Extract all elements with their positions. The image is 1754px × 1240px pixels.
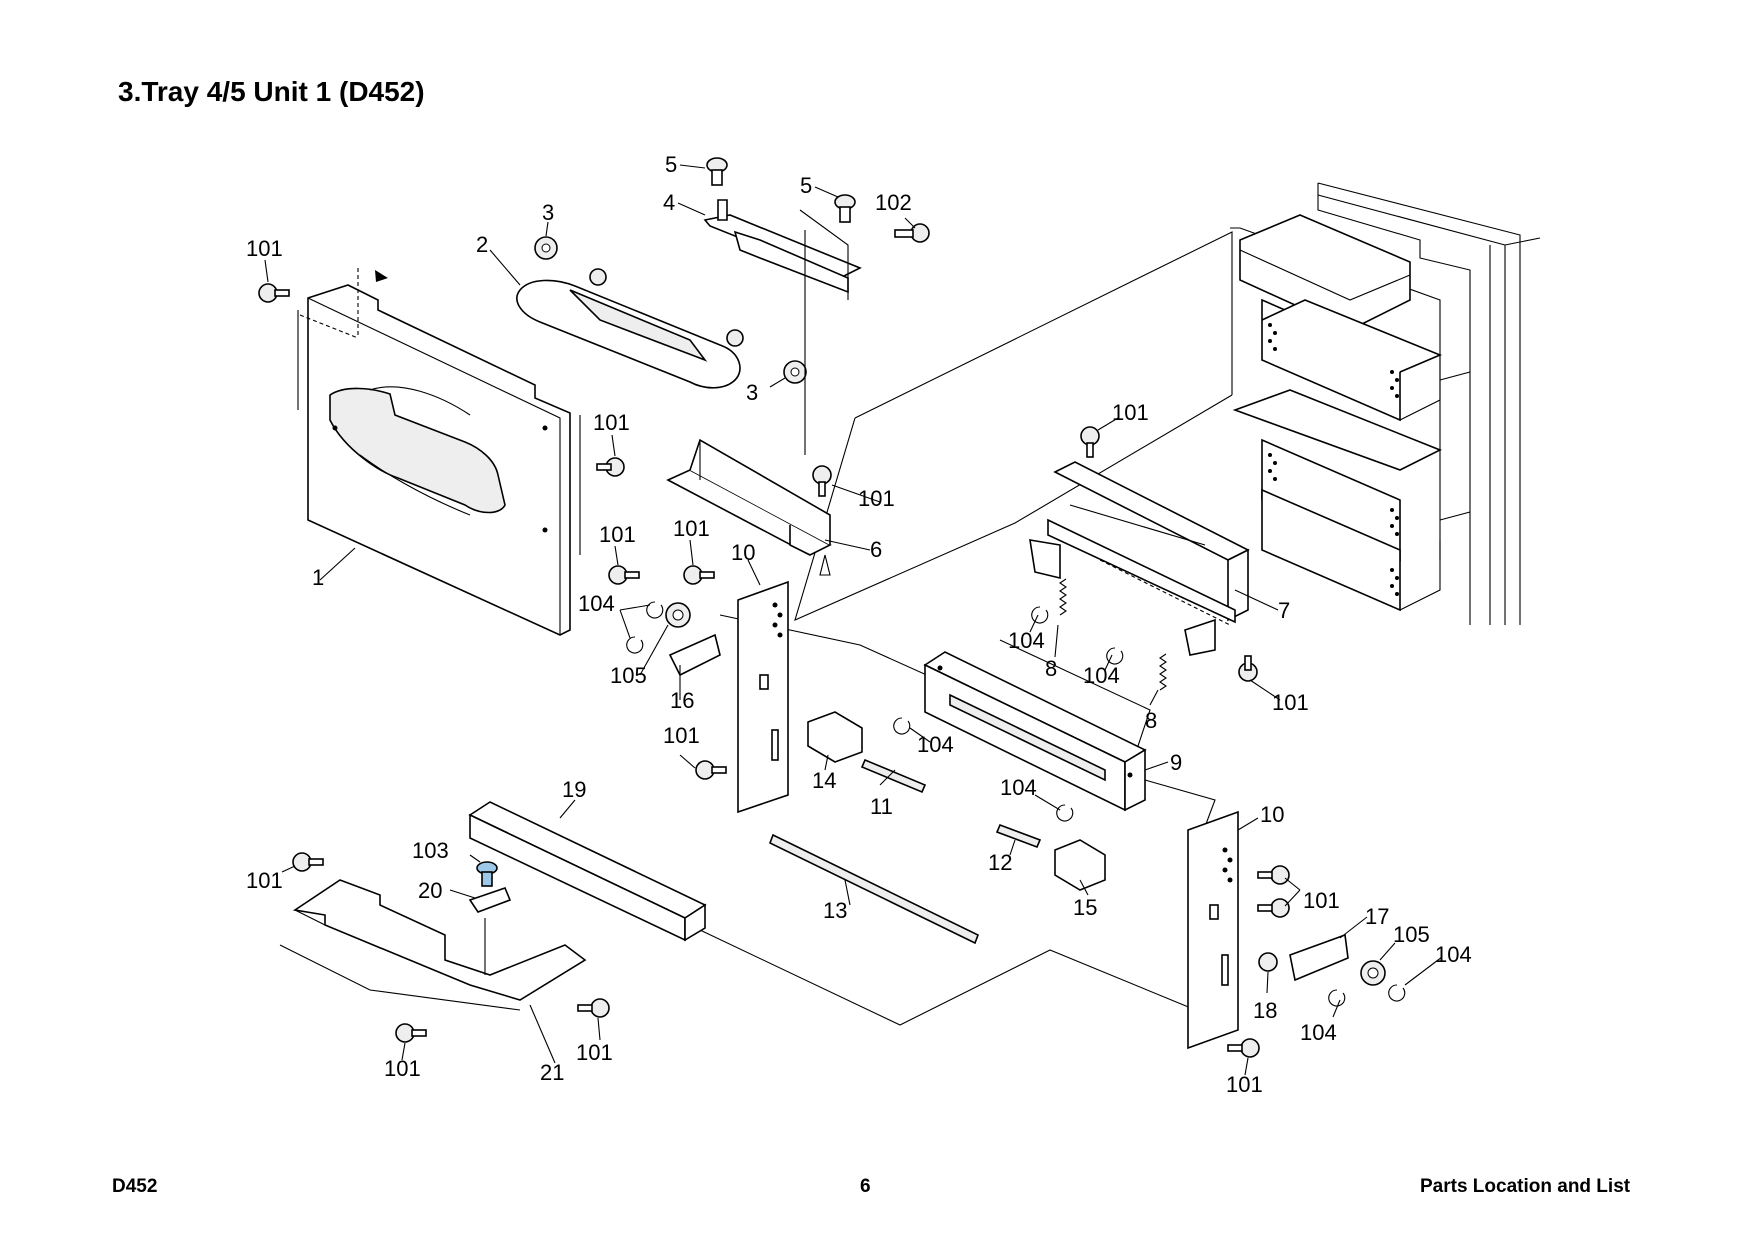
- callout-101: 101: [384, 1056, 421, 1081]
- part-20-clip: [468, 861, 512, 913]
- part-7-bracket: [1029, 461, 1250, 656]
- part-9-rail: [923, 651, 1147, 812]
- page-title: 3.Tray 4/5 Unit 1 (D452): [118, 76, 425, 107]
- callout-104: 104: [578, 591, 615, 616]
- callout-5: 5: [665, 152, 677, 177]
- callout-16: 16: [670, 688, 694, 713]
- callout-101: 101: [246, 236, 283, 261]
- callout-101: 101: [1112, 400, 1149, 425]
- callout-101: 101: [1226, 1072, 1263, 1097]
- callout-17: 17: [1365, 904, 1389, 929]
- callout-105: 105: [610, 663, 647, 688]
- callout-6: 6: [870, 537, 882, 562]
- callout-104: 104: [917, 732, 954, 757]
- machine-frame: [1230, 182, 1541, 625]
- leader-lines: [264, 164, 1443, 1076]
- callout-21: 21: [540, 1060, 564, 1085]
- ring: [626, 601, 1406, 1007]
- shaft: [768, 758, 1042, 945]
- callout-14: 14: [812, 768, 836, 793]
- callout-101: 101: [593, 410, 630, 435]
- part-6-stay: [666, 438, 832, 576]
- callout-13: 13: [823, 898, 847, 923]
- callout-7: 7: [1278, 598, 1290, 623]
- callout-101: 101: [1303, 888, 1340, 913]
- callout-19: 19: [562, 777, 586, 802]
- part-10-side-plate: [737, 580, 1239, 1050]
- callout-labels: 5 5 4 102 3 2 101 3 101 101 6 101 1 101 …: [246, 152, 1472, 1097]
- callout-101: 101: [599, 522, 636, 547]
- block: [807, 711, 1106, 891]
- callout-101: 101: [663, 723, 700, 748]
- screw-icon: [706, 157, 930, 243]
- callout-103: 103: [412, 838, 449, 863]
- part-2-handle: [516, 268, 744, 389]
- callout-5: 5: [800, 173, 812, 198]
- callout-104: 104: [1000, 775, 1037, 800]
- callout-1: 1: [312, 565, 324, 590]
- callout-3: 3: [542, 200, 554, 225]
- part-4-bracket: [703, 199, 862, 455]
- callout-104: 104: [1435, 942, 1472, 967]
- part-8-spring: [1059, 578, 1167, 691]
- callout-3: 3: [746, 380, 758, 405]
- part-3-roller: [534, 236, 807, 384]
- footer-page-number: 6: [860, 1176, 871, 1197]
- callout-11: 11: [870, 794, 893, 819]
- part-19-rail: [468, 801, 707, 942]
- callout-101: 101: [1272, 690, 1309, 715]
- callout-104: 104: [1008, 628, 1045, 653]
- footer-section-title: Parts Location and List: [1420, 1176, 1631, 1197]
- part-1-front-cover: [297, 268, 581, 636]
- callout-18: 18: [1253, 998, 1277, 1023]
- callout-2: 2: [476, 232, 488, 257]
- footer-model-code: D452: [112, 1176, 158, 1197]
- screw-101-icon: [258, 283, 1290, 1058]
- part-21-plate: [279, 879, 587, 1011]
- callout-20: 20: [418, 878, 442, 903]
- callout-104: 104: [1300, 1020, 1337, 1045]
- callout-105: 105: [1393, 922, 1430, 947]
- callout-8: 8: [1145, 708, 1157, 733]
- callout-9: 9: [1170, 750, 1182, 775]
- holder: [668, 633, 1349, 982]
- callout-101: 101: [673, 516, 710, 541]
- callout-10: 10: [1260, 802, 1284, 827]
- callout-10: 10: [731, 540, 755, 565]
- callout-8: 8: [1045, 656, 1057, 681]
- callout-15: 15: [1073, 895, 1097, 920]
- callout-104: 104: [1083, 663, 1120, 688]
- callout-12: 12: [988, 850, 1012, 875]
- callout-101: 101: [246, 868, 283, 893]
- callout-4: 4: [663, 190, 675, 215]
- callout-101: 101: [576, 1040, 613, 1065]
- callout-101: 101: [858, 486, 895, 511]
- callout-102: 102: [875, 190, 912, 215]
